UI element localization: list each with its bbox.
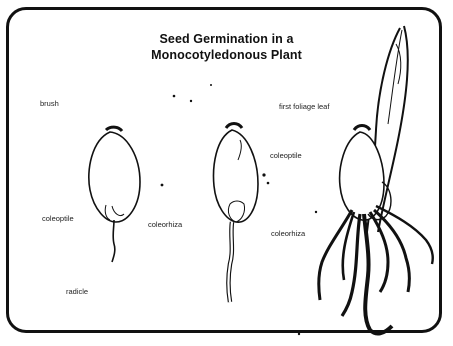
label-first-foliage-leaf: first foliage leaf (279, 102, 329, 111)
seed-stage-2 (214, 124, 258, 303)
label-coleorhiza-right: coleorhiza (271, 229, 305, 238)
seed-stage-1 (89, 127, 140, 262)
label-coleoptile-left: coleoptile (42, 214, 74, 223)
label-brush: brush (40, 99, 59, 108)
seedling-stage-3 (319, 26, 433, 333)
label-radicle: radicle (66, 287, 88, 296)
label-coleorhiza-middle: coleorhiza (148, 220, 182, 229)
label-coleoptile-upper: coleoptile (270, 151, 302, 160)
